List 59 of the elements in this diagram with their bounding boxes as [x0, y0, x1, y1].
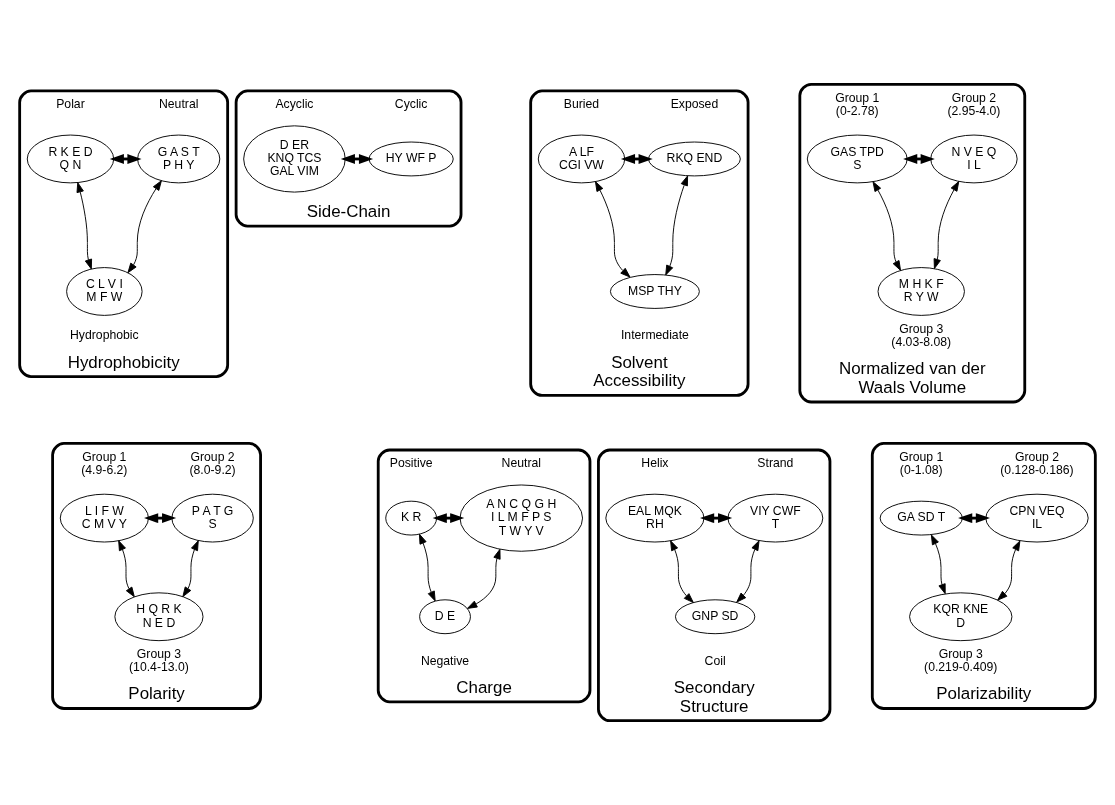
- arrow: [595, 181, 631, 278]
- arrow: [872, 181, 901, 271]
- node-label: Neutral: [159, 97, 199, 112]
- node-label: Strand: [757, 456, 794, 471]
- node-label: Polar: [56, 97, 85, 112]
- node-label: Group 1 (0-1.08): [899, 449, 944, 477]
- node-label: Buried: [563, 97, 600, 112]
- node-label: Group 3 (0.219-0.409): [924, 647, 998, 675]
- node-ellipse: K R: [385, 500, 438, 536]
- node-label: Negative: [420, 653, 470, 668]
- node-label: Neutral: [501, 456, 541, 471]
- node-label: Group 1 (0-2.78): [835, 90, 880, 118]
- node-ellipse: A LF CGI VW: [537, 134, 626, 184]
- node-label: Intermediate: [620, 328, 689, 343]
- node-ellipse: GAS TPD S: [806, 134, 908, 184]
- node-ellipse: VIY CWF T: [727, 493, 824, 543]
- node-ellipse: GNP SD: [675, 599, 756, 635]
- node-ellipse: M H K F R Y W: [877, 267, 965, 316]
- node-ellipse: C L V I M F W: [66, 267, 143, 316]
- node-label: Coil: [704, 653, 726, 668]
- arrow: [76, 182, 93, 270]
- node-ellipse: H Q R K N E D: [114, 592, 204, 642]
- arrow: [933, 181, 960, 269]
- node-ellipse: P A T G S: [171, 493, 254, 543]
- node-label: Hydrophobic: [70, 328, 139, 343]
- node-label: Cyclic: [394, 97, 428, 112]
- node-label: Helix: [641, 456, 669, 471]
- node-ellipse: GA SD T: [879, 500, 963, 536]
- arrow: [418, 533, 436, 602]
- arrow: [182, 540, 199, 598]
- node-ellipse: N V E Q I L: [930, 134, 1018, 184]
- arrow: [467, 548, 501, 609]
- node-ellipse: MSP THY: [609, 274, 700, 309]
- arrow: [665, 175, 689, 276]
- node-ellipse: RKQ END: [648, 141, 741, 177]
- node-ellipse: EAL MQK RH: [605, 493, 705, 543]
- arrow: [736, 540, 760, 603]
- node-ellipse: CPN VEQ IL: [985, 493, 1089, 543]
- node-label: Positive: [389, 456, 433, 471]
- arrow: [930, 534, 946, 595]
- node-ellipse: A N C Q G H I L M F P S T W Y V: [459, 484, 583, 552]
- node-label: Group 2 (8.0-9.2): [189, 449, 236, 477]
- node-ellipse: D ER KNQ TCS GAL VIM: [243, 125, 346, 193]
- node-ellipse: L I F W C M V Y: [59, 493, 149, 543]
- arrow: [127, 180, 162, 274]
- node-ellipse: HY WF P: [368, 141, 454, 177]
- node-label: Group 3 (4.03-8.08): [891, 321, 952, 349]
- node-label: Group 3 (10.4-13.0): [129, 647, 189, 675]
- node-label: Group 2 (0.128-0.186): [1000, 449, 1074, 477]
- node-label: Acyclic: [275, 97, 314, 112]
- node-ellipse: G A S T P H Y: [137, 134, 221, 184]
- node-label: Group 1 (4.9-6.2): [81, 449, 128, 477]
- node-ellipse: D E: [419, 599, 471, 635]
- arrow: [997, 540, 1021, 601]
- node-ellipse: R K E D Q N: [26, 134, 115, 184]
- node-label: Group 2 (2.95-4.0): [947, 90, 1001, 118]
- arrow: [118, 540, 135, 598]
- node-label: Exposed: [670, 97, 719, 112]
- arrow: [670, 540, 694, 604]
